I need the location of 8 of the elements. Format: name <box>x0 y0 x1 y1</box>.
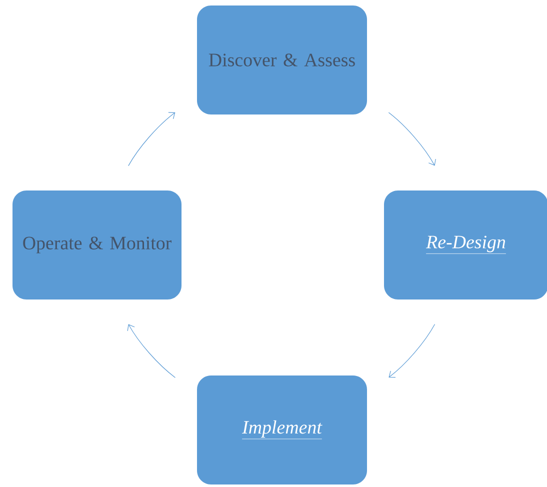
process-box: Implement <box>197 375 367 484</box>
process-box: Re-Design <box>384 190 547 300</box>
arrow <box>127 324 176 378</box>
arrow <box>388 112 436 166</box>
arrow <box>128 112 176 166</box>
process-box: Discover & Assess <box>197 6 367 114</box>
arrow <box>388 324 436 378</box>
process-box: Operate & Monitor <box>12 190 182 300</box>
